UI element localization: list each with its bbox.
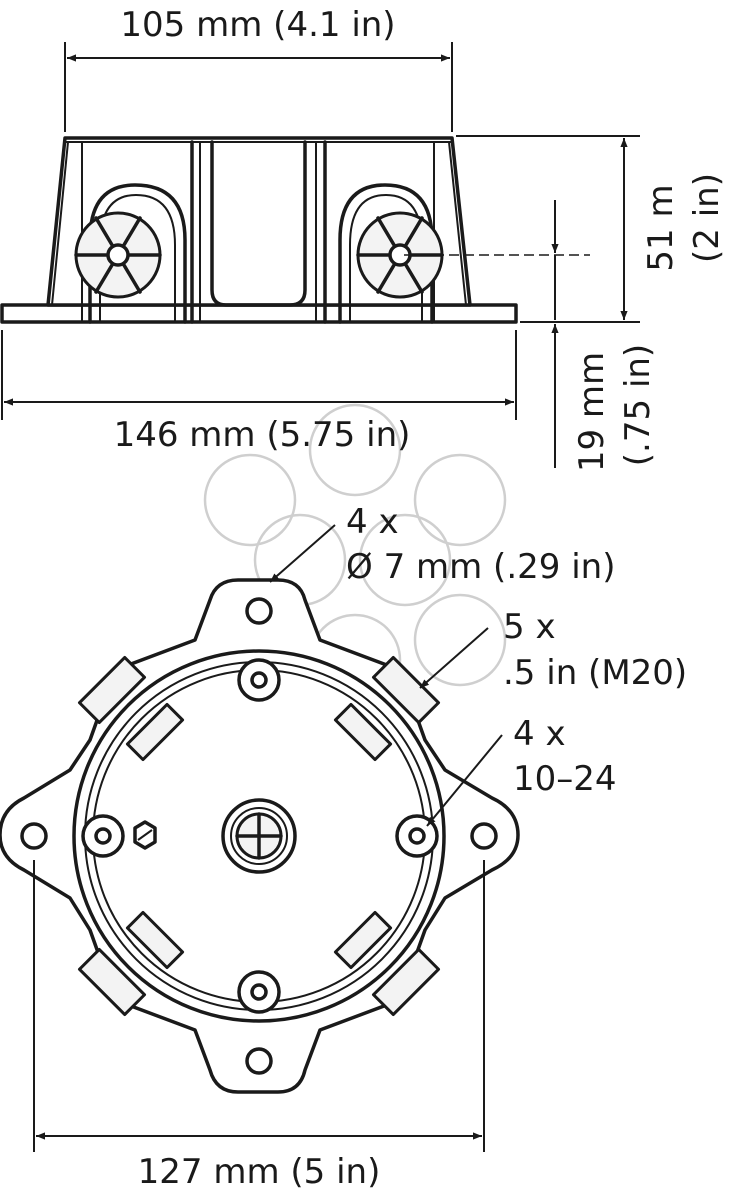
rib-top-right (333, 702, 393, 762)
label-bottom-width: 146 mm (5.75 in) (114, 415, 411, 455)
label-flange-height: 19 mm (572, 352, 612, 472)
side-flange (0, 303, 518, 324)
mount-hole-right (470, 822, 498, 850)
mount-hole-left (20, 822, 48, 850)
knockout-tab-bl (77, 947, 147, 1017)
label-conduit-size: .5 in (M20) (503, 653, 687, 693)
label-holes-size: Ø 7 mm (.29 in) (346, 547, 615, 587)
side-dimensions (1, 42, 640, 468)
screw-boss-bottom (237, 970, 281, 1014)
top-view (0, 578, 520, 1094)
right-knockout-arch (338, 183, 434, 324)
screw-boss-top (237, 658, 281, 702)
screw-boss-left (81, 814, 125, 858)
knockout-tab-tl (77, 655, 147, 725)
callout-leaders (269, 524, 503, 827)
label-height-in: (2 in) (687, 173, 727, 263)
mount-hole-bottom (245, 1047, 273, 1075)
rib-bottom-left (125, 910, 185, 970)
label-base-width: 127 mm (5 in) (138, 1152, 381, 1192)
label-holes-count: 4 x (346, 502, 399, 542)
label-height: 51 m (641, 184, 681, 271)
rib-top-left (125, 702, 185, 762)
label-conduit-count: 5 x (503, 607, 556, 647)
side-view (0, 136, 590, 324)
rib-bottom-right (333, 910, 393, 970)
label-flange-height-in: (.75 in) (618, 344, 658, 466)
center-knockout (221, 798, 297, 874)
knockout-tab-br (371, 947, 441, 1017)
label-screw-count: 4 x (513, 714, 566, 754)
left-knockout-arch (88, 183, 187, 324)
knockout-tab-tr (371, 655, 441, 725)
mount-hole-top (245, 597, 273, 625)
center-channel (190, 140, 327, 324)
label-top-width: 105 mm (4.1 in) (120, 5, 395, 45)
label-screw-size: 10–24 (513, 759, 617, 799)
right-knockout-plug (356, 211, 444, 299)
left-knockout-plug (74, 211, 162, 299)
ground-screw (133, 820, 157, 850)
base-dimension (33, 860, 485, 1152)
